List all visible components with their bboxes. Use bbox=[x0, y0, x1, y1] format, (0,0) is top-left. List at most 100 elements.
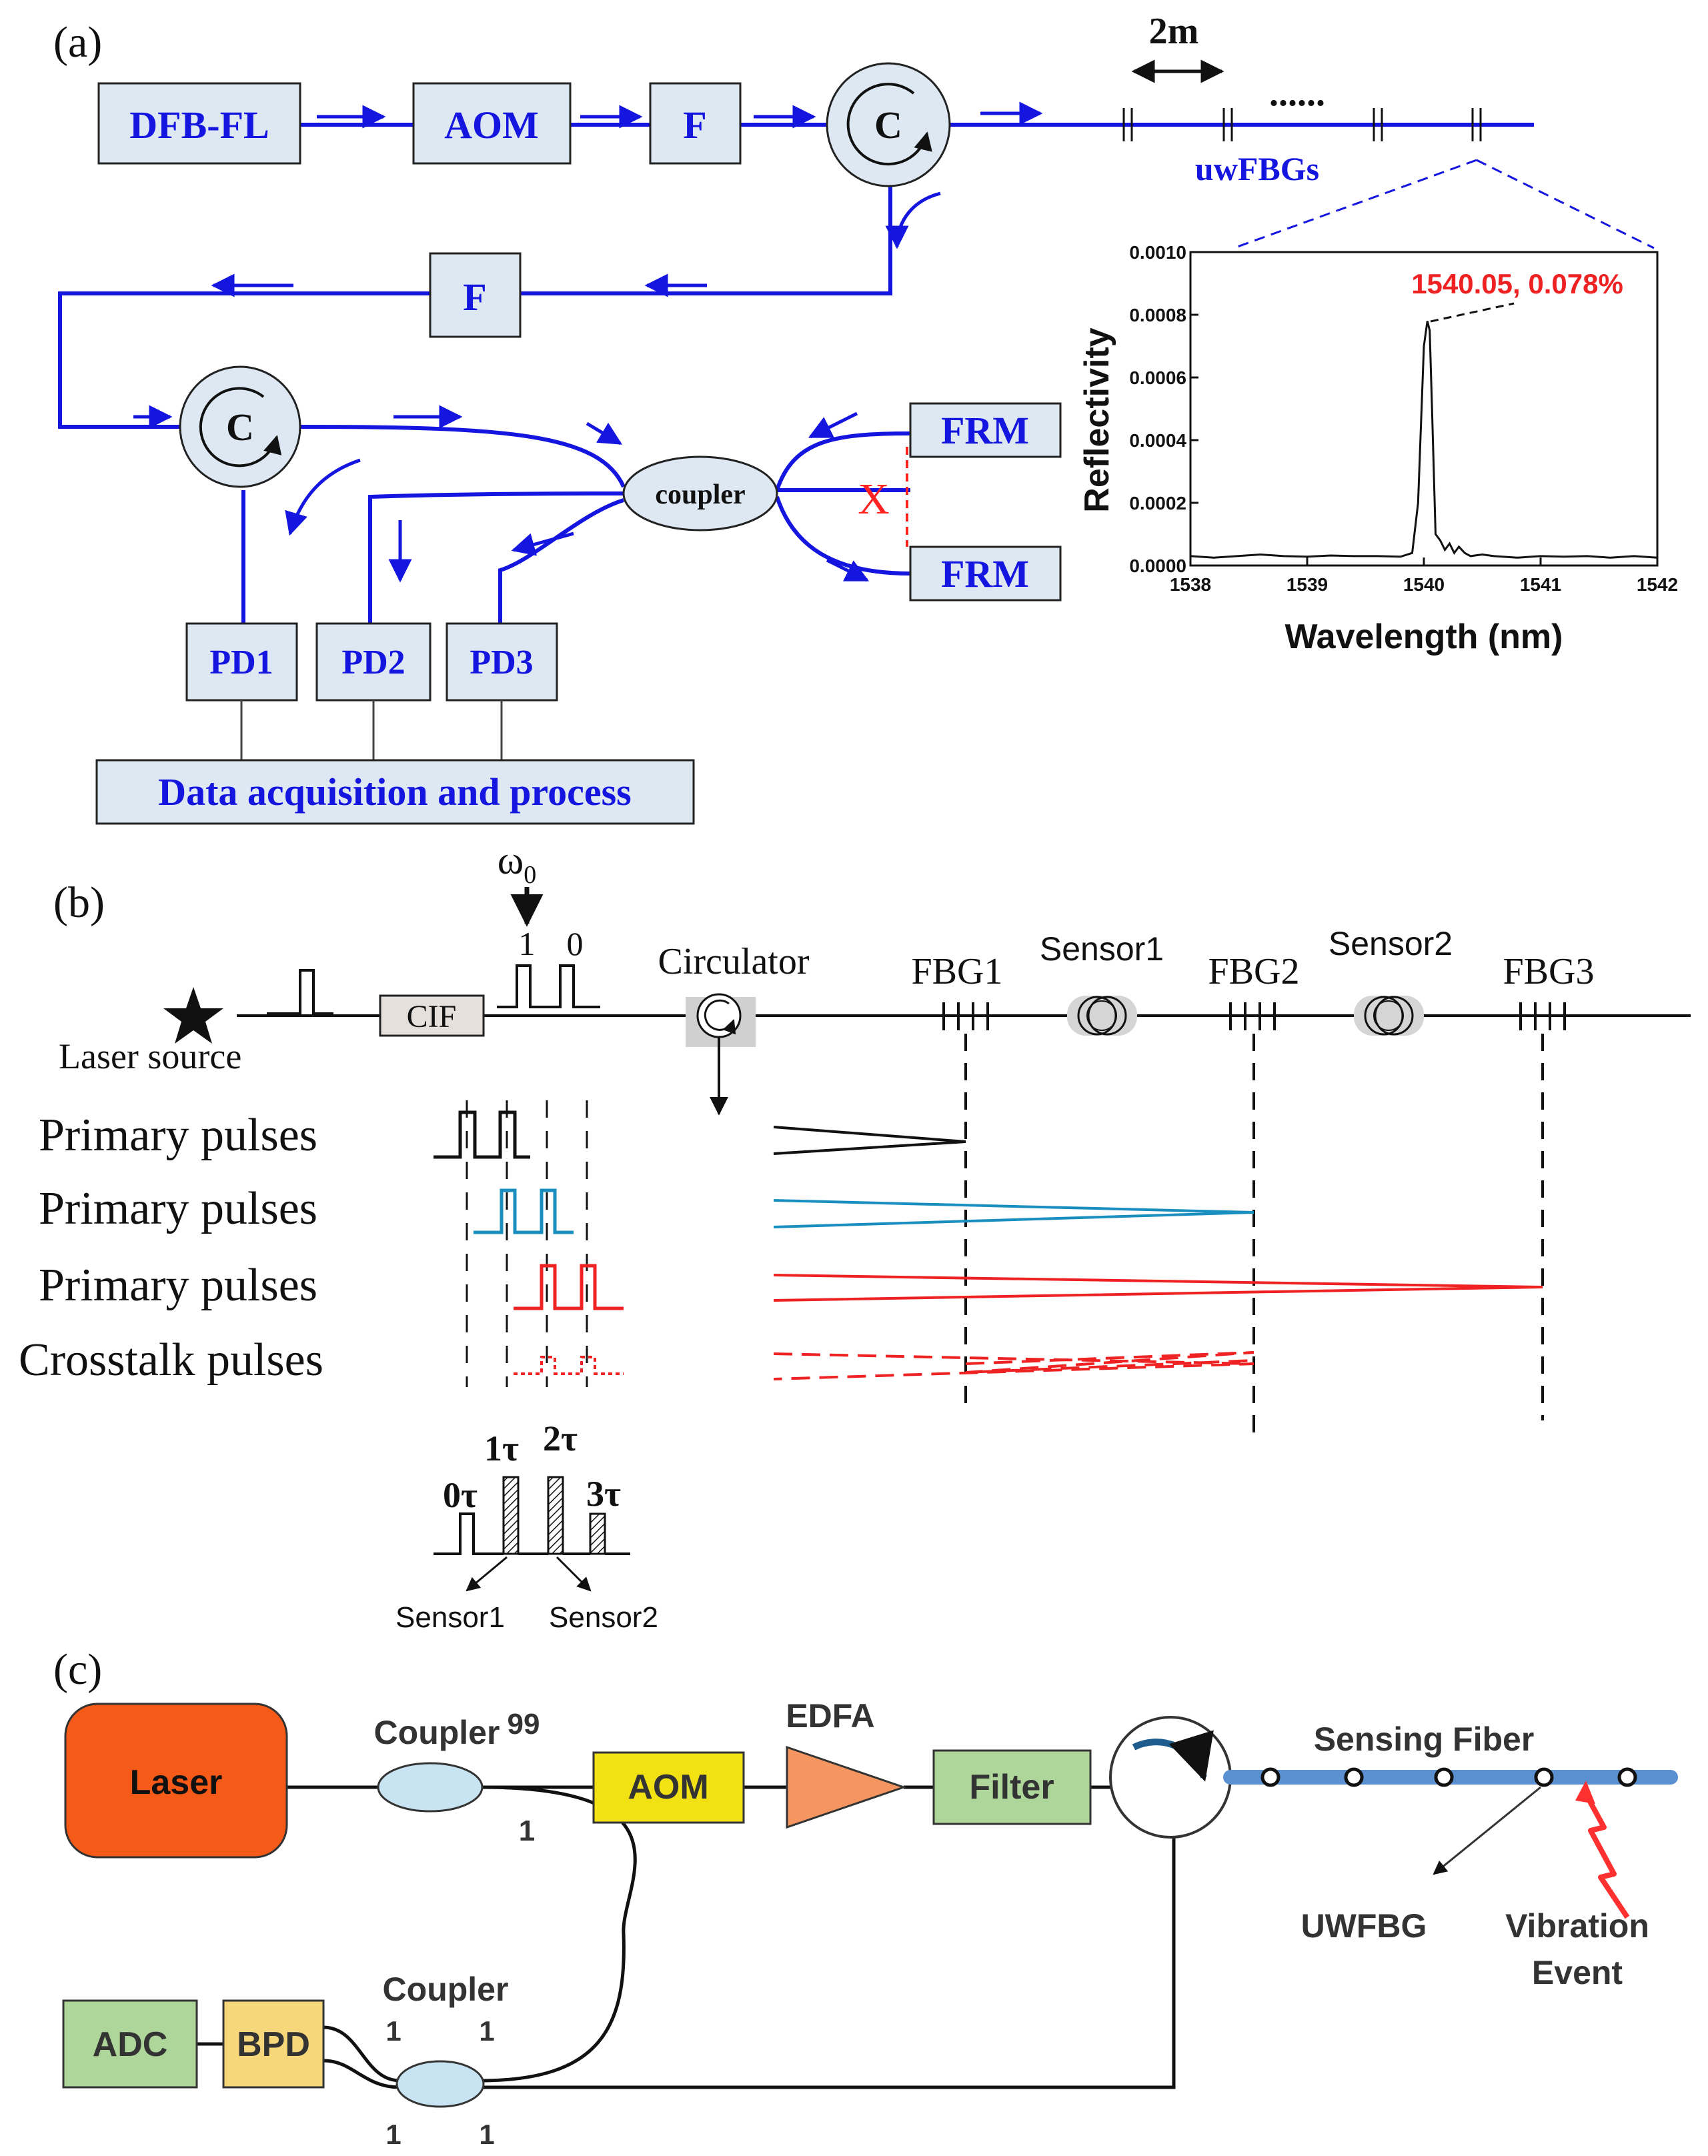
pd1-box: PD1 bbox=[185, 622, 298, 702]
laser-star-icon bbox=[163, 987, 223, 1044]
dfb-label: DFB-FL bbox=[129, 103, 269, 147]
frm-box-2: FRM bbox=[909, 546, 1062, 602]
ratio-99: 99 bbox=[508, 1708, 540, 1741]
chart-y-label: Reflectivity bbox=[1078, 327, 1116, 513]
bpd-label: BPD bbox=[237, 2025, 310, 2064]
y-tick-label: 0.0004 bbox=[1129, 430, 1186, 451]
adc-box: ADC bbox=[62, 1999, 198, 2089]
panel-a-label: (a) bbox=[53, 18, 102, 67]
x-tick-label: 1540 bbox=[1403, 574, 1445, 595]
chart-y-ticks: 0.0000 0.0002 0.0004 0.0006 0.0008 0.0010 bbox=[1129, 242, 1198, 576]
frm-label-2: FRM bbox=[941, 552, 1029, 596]
spacing-label: 2m bbox=[1149, 11, 1199, 52]
filter-label-c: Filter bbox=[969, 1768, 1054, 1807]
chart-plot-area bbox=[1189, 251, 1659, 567]
aom-box-a: AOM bbox=[412, 82, 572, 165]
sensor2-coil bbox=[1354, 996, 1424, 1036]
sensor1-coil bbox=[1067, 996, 1137, 1036]
port-label-3: 1 bbox=[385, 2119, 401, 2150]
cif-box: CIF bbox=[379, 994, 485, 1037]
filter-label-2: F bbox=[463, 275, 486, 319]
pd1-label: PD1 bbox=[209, 644, 273, 682]
pulse-row-1 bbox=[434, 1110, 530, 1159]
tau-sensor1-label: Sensor1 bbox=[395, 1601, 505, 1634]
omega-label: ω0 bbox=[498, 838, 537, 889]
coupler-bottom-label: Coupler bbox=[383, 1971, 509, 2008]
tau-0: 0τ bbox=[443, 1475, 478, 1515]
timing-guides bbox=[466, 1100, 588, 1387]
laser-box: Laser bbox=[64, 1703, 288, 1859]
dfb-box: DFB-FL bbox=[97, 82, 301, 165]
sensing-fiber-label: Sensing Fiber bbox=[1314, 1721, 1535, 1758]
panel-c: (c) Laser Coupler 99 1 AOM bbox=[53, 1645, 1678, 2150]
frm-label-1: FRM bbox=[941, 409, 1029, 452]
pd3-box: PD3 bbox=[446, 622, 558, 702]
circulator-1-label: C bbox=[874, 103, 902, 147]
circulator-c bbox=[1109, 1716, 1232, 1839]
fbg3-label: FBG3 bbox=[1503, 951, 1595, 992]
ratio-1: 1 bbox=[519, 1815, 535, 1847]
fbg-dots: ...... bbox=[1269, 73, 1325, 114]
daq-box: Data acquisition and process bbox=[95, 759, 695, 825]
vibration-bolt-icon bbox=[1581, 1789, 1630, 1919]
input-pulse bbox=[267, 969, 333, 1015]
port-label-1: 1 bbox=[385, 2015, 401, 2047]
y-tick-label: 0.0002 bbox=[1129, 493, 1186, 513]
pulse-row-2 bbox=[474, 1188, 574, 1234]
chart-peak-annotation: 1540.05, 0.078% bbox=[1411, 268, 1623, 299]
circulator-1: C bbox=[826, 62, 951, 187]
sensor1-pointer bbox=[466, 1556, 508, 1592]
coupler-top bbox=[377, 1762, 484, 1813]
coupler-top-label: Coupler bbox=[374, 1714, 500, 1751]
port-label-4: 1 bbox=[479, 2119, 494, 2150]
propagation-wedges bbox=[773, 1126, 1543, 1380]
y-tick-label: 0.0006 bbox=[1129, 367, 1186, 388]
pulse-row-3 bbox=[514, 1264, 624, 1310]
fbg2-label: FBG2 bbox=[1208, 951, 1300, 992]
x-tick-label: 1542 bbox=[1637, 574, 1678, 595]
pulse-row-4 bbox=[514, 1356, 624, 1375]
y-tick-label: 0.0008 bbox=[1129, 305, 1186, 325]
x-tick-label: 1538 bbox=[1170, 574, 1211, 595]
fbg-dashed-drops bbox=[964, 1034, 1544, 1434]
row-label-4: Crosstalk pulses bbox=[19, 1334, 323, 1386]
frm-box-1: FRM bbox=[909, 402, 1062, 458]
panel-c-wires bbox=[197, 1785, 1176, 2089]
circulator-b-label: Circulator bbox=[658, 941, 809, 982]
tau-1: 1τ bbox=[484, 1428, 519, 1468]
fbg-label: uwFBGs bbox=[1195, 150, 1319, 187]
y-tick-label: 0.0010 bbox=[1129, 242, 1186, 263]
laser-source-label: Laser source bbox=[59, 1036, 241, 1076]
cif-label: CIF bbox=[407, 999, 457, 1034]
panel-a-arrows bbox=[133, 101, 1043, 583]
circulator-b: Circulator bbox=[658, 941, 810, 1116]
tau-3: 3τ bbox=[586, 1474, 621, 1514]
tau-2: 2τ bbox=[543, 1418, 578, 1458]
coupler-a-label: coupler bbox=[655, 479, 745, 510]
adc-label: ADC bbox=[93, 2025, 168, 2064]
panel-b-fbg-marks bbox=[942, 1002, 1566, 1030]
edfa-label: EDFA bbox=[786, 1697, 874, 1735]
vibration-label-1: Vibration bbox=[1505, 1907, 1649, 1945]
uwfbg-markers bbox=[1260, 1767, 1637, 1787]
circulator-2-label: C bbox=[226, 405, 254, 449]
x-tick-label: 1539 bbox=[1287, 574, 1328, 595]
coded-pulse bbox=[497, 964, 600, 1008]
chart-annotation-leader bbox=[1430, 302, 1515, 323]
uwfbg-pointer bbox=[1433, 1786, 1541, 1875]
filter-box-1: F bbox=[649, 82, 742, 165]
aom-label-c: AOM bbox=[628, 1768, 708, 1807]
aom-box-c: AOM bbox=[592, 1751, 745, 1824]
panel-a: (a) bbox=[53, 11, 1678, 825]
row-label-3: Primary pulses bbox=[39, 1260, 317, 1311]
bit-0: 0 bbox=[567, 925, 584, 962]
y-tick-label: 0.0000 bbox=[1129, 556, 1186, 576]
tau-sensor2-label: Sensor2 bbox=[549, 1601, 658, 1634]
row-label-1: Primary pulses bbox=[39, 1110, 317, 1161]
filter-label-1: F bbox=[683, 103, 706, 147]
bpd-box: BPD bbox=[222, 1999, 325, 2089]
fbg1-label: FBG1 bbox=[912, 951, 1003, 992]
coupler-bottom bbox=[395, 2060, 485, 2108]
